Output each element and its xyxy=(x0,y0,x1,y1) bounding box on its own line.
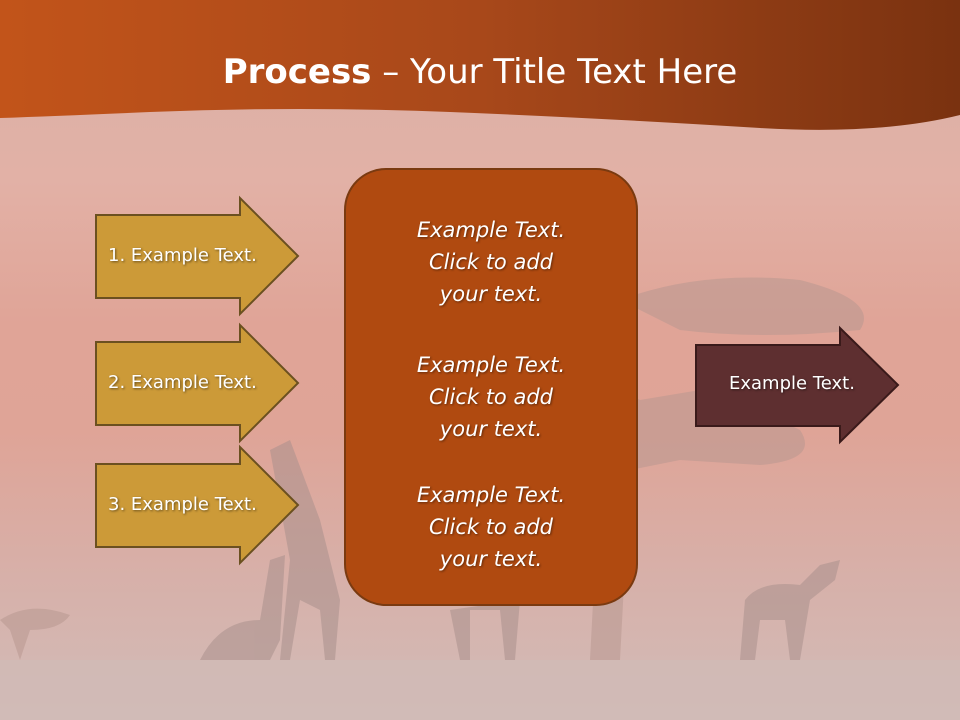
arrow-shape-2 xyxy=(95,322,300,444)
block-line: your text. xyxy=(439,282,543,306)
block-line: Example Text. xyxy=(416,353,566,377)
center-text-block-1[interactable]: Example Text. Click to add your text. xyxy=(346,214,636,310)
left-arrow-1-label[interactable]: 1. Example Text. xyxy=(108,245,257,266)
right-arrow-shape xyxy=(695,325,900,445)
block-line: Click to add xyxy=(428,515,553,539)
block-line: Click to add xyxy=(428,385,553,409)
center-text-block-3[interactable]: Example Text. Click to add your text. xyxy=(346,479,636,575)
left-arrow-2-label[interactable]: 2. Example Text. xyxy=(108,372,257,393)
header-band xyxy=(0,0,960,130)
block-line: Example Text. xyxy=(416,218,566,242)
left-arrow-shapes xyxy=(95,195,900,566)
center-text-block-2[interactable]: Example Text. Click to add your text. xyxy=(346,349,636,445)
center-content-box[interactable]: Example Text. Click to add your text. Ex… xyxy=(344,168,638,606)
block-line: your text. xyxy=(439,417,543,441)
block-line: your text. xyxy=(439,547,543,571)
block-line: Click to add xyxy=(428,250,553,274)
right-arrow-label[interactable]: Example Text. xyxy=(729,373,855,394)
block-line: Example Text. xyxy=(416,483,566,507)
arrow-shape-1 xyxy=(95,195,300,317)
page-title: Process – Your Title Text Here xyxy=(0,52,960,92)
arrow-shape-3 xyxy=(95,444,300,566)
title-bold: Process xyxy=(222,52,372,92)
left-arrow-3-label[interactable]: 3. Example Text. xyxy=(108,494,257,515)
title-rest: – Your Title Text Here xyxy=(371,52,738,92)
